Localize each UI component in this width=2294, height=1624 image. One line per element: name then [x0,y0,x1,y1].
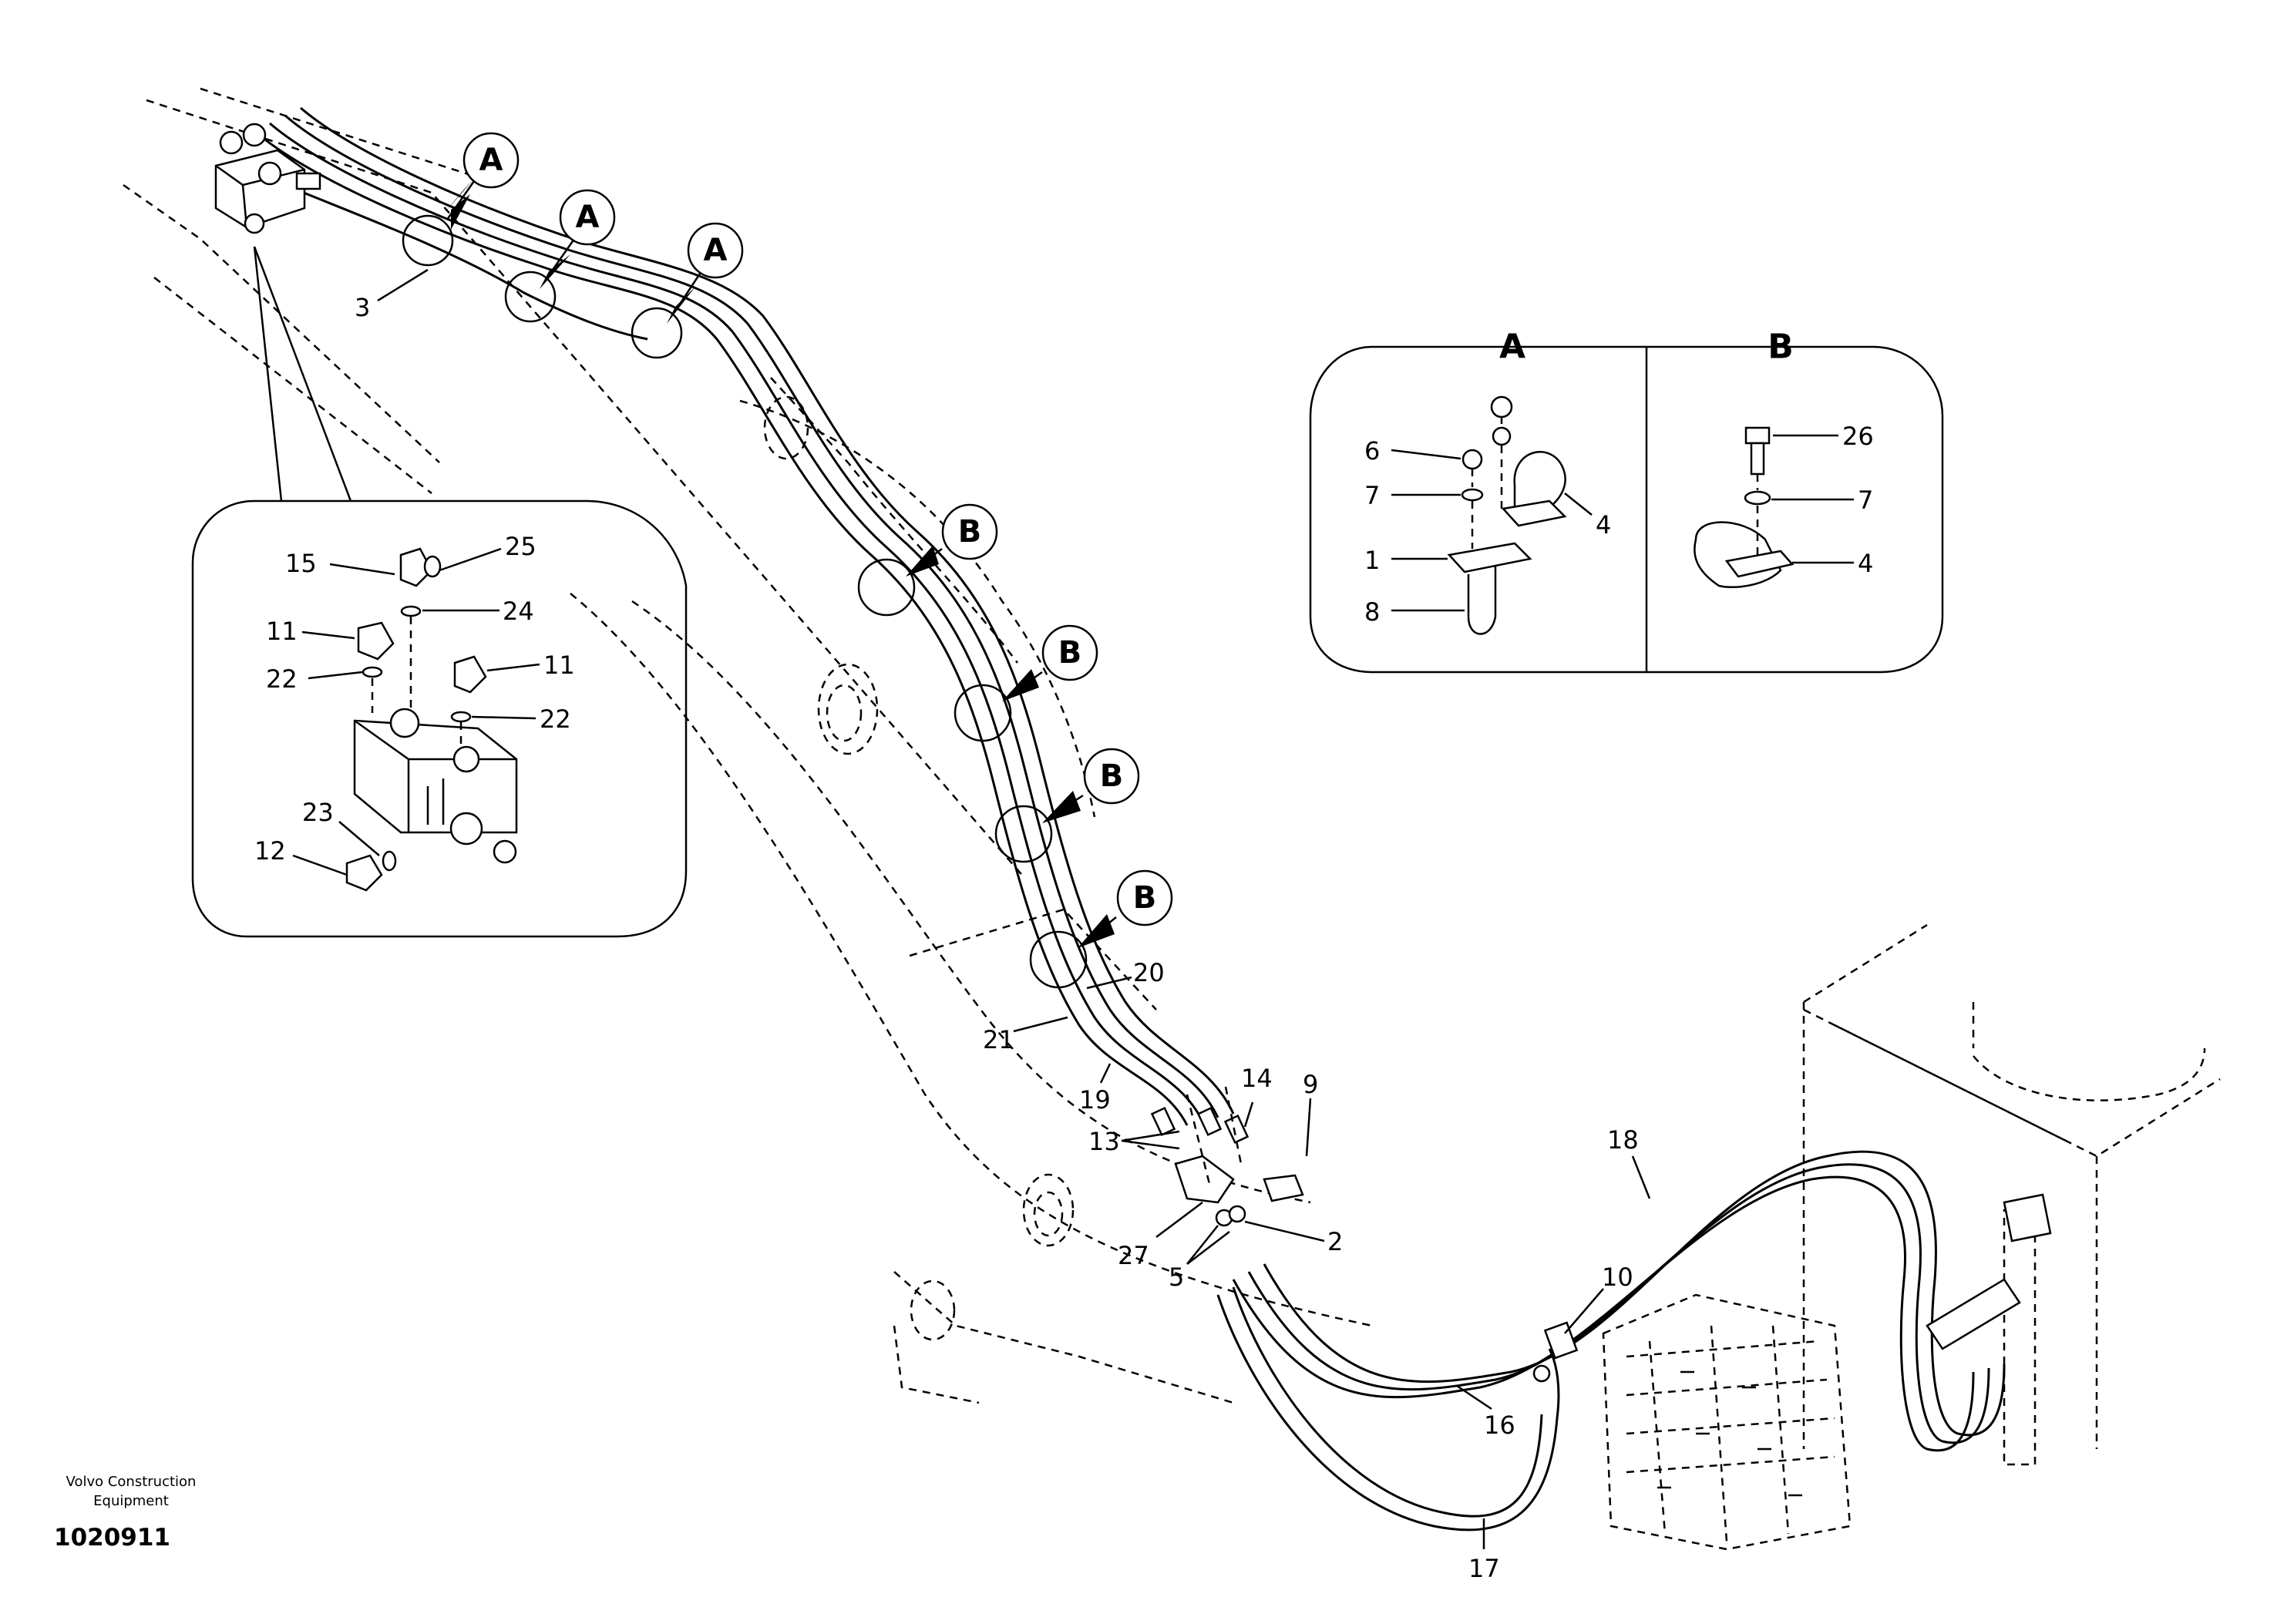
label-part-26: 26 [1842,422,1874,451]
callout-a-2-text: A [576,200,600,235]
label-part-11-right: 11 [543,651,575,680]
label-part-11-left: 11 [266,617,298,646]
callout-b-2: B [1002,624,1098,701]
callout-b-3-text: B [1100,758,1124,794]
label-part-20: 20 [1133,958,1165,987]
callout-b-4-text: B [1133,880,1157,916]
lower-hoses [1216,1150,2052,1532]
callout-b-3: B [1042,748,1140,823]
label-part-25: 25 [505,532,536,561]
label-part-1: 1 [1364,546,1380,575]
solenoid-valve-assembly [214,123,321,234]
boom-foot-connectors [1150,1086,1304,1227]
title-block: Volvo Construction Equipment 1020911 [54,1474,196,1552]
label-part-27: 27 [1118,1241,1149,1270]
label-part-10: 10 [1602,1263,1633,1292]
label-part-19: 19 [1079,1085,1111,1115]
callout-b-1: B [906,503,998,577]
label-part-8: 8 [1364,597,1380,627]
label-part-14: 14 [1241,1064,1273,1093]
document-number: 1020911 [54,1524,170,1552]
label-part-15: 15 [285,549,317,578]
label-part-9: 9 [1303,1070,1318,1099]
detail-b-header: B [1768,328,1794,367]
machine-body-outline [1802,923,2221,1466]
label-part-4-b: 4 [1858,549,1873,578]
label-part-5: 5 [1169,1263,1184,1292]
label-part-21: 21 [983,1025,1014,1054]
callout-b-1-text: B [958,514,982,550]
callout-b-4: B [1078,869,1173,948]
solenoid-detail-panel [191,246,688,938]
boom-outline [123,87,1373,1404]
label-part-12: 12 [254,836,286,866]
label-part-22-right: 22 [540,704,571,734]
label-part-2: 2 [1327,1227,1343,1256]
label-part-13: 13 [1088,1127,1120,1156]
callout-a-3: A [667,222,744,324]
part-labels: 3 15 25 24 11 11 22 22 23 12 6 7 1 8 4 2… [254,268,1874,1583]
label-part-7-b: 7 [1858,486,1873,515]
callout-b-2-text: B [1058,635,1082,671]
label-part-7-a: 7 [1364,481,1380,510]
label-part-22-left: 22 [266,664,298,694]
label-part-24: 24 [503,597,534,626]
clamp-detail-panel [1309,345,1944,674]
detail-a-header: A [1499,328,1525,367]
boom-hose-bundle [254,106,1235,1126]
callout-a-1: A [443,132,520,230]
label-part-4-a: 4 [1596,510,1611,540]
label-part-23: 23 [302,798,334,827]
control-valve-outline [1602,1293,1852,1551]
label-part-17: 17 [1468,1554,1500,1583]
callout-a-3-text: A [704,233,728,268]
label-part-18: 18 [1607,1125,1639,1155]
label-part-6: 6 [1364,436,1380,466]
callout-a-2: A [540,189,616,289]
callout-a-1-text: A [479,143,503,178]
label-part-16: 16 [1484,1410,1515,1440]
detail-circles [402,214,1088,989]
brand-line-2: Equipment [93,1493,169,1509]
brand-line-1: Volvo Construction [66,1474,197,1490]
label-part-3: 3 [355,293,370,322]
